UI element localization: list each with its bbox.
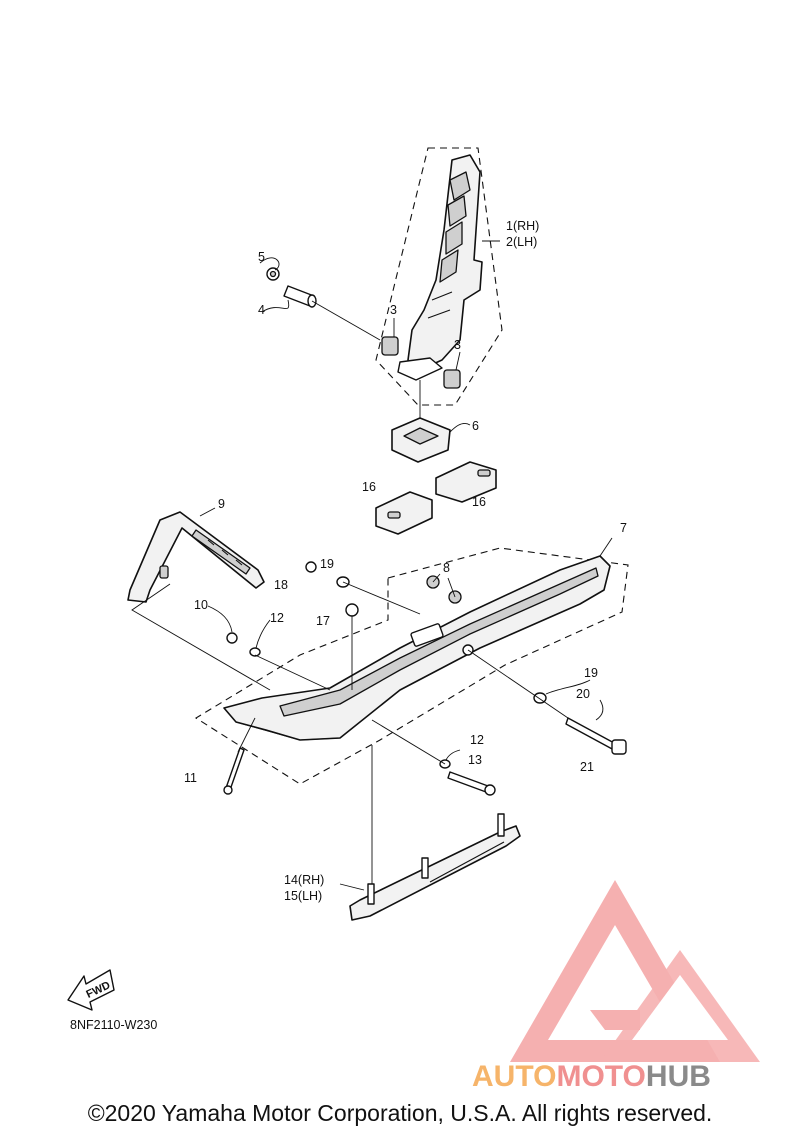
- callout-19a: 19: [320, 557, 334, 571]
- callout-21: 21: [580, 760, 594, 774]
- spindle-nut: [266, 267, 280, 281]
- callout-2: 2(LH): [506, 235, 537, 249]
- callout-3b: 3: [454, 338, 461, 352]
- wear-pad-right: [435, 461, 497, 503]
- wear-pad-left: [375, 491, 433, 535]
- ski-runner: [349, 813, 521, 921]
- pivot-bolt-21: [565, 717, 627, 755]
- handle-bolt: [159, 565, 238, 644]
- fwd-arrow-icon: FWD: [67, 969, 115, 1011]
- nut-18: [305, 561, 317, 573]
- callout-6: 6: [472, 419, 479, 433]
- ski-body: [223, 555, 611, 741]
- callout-14: 14(RH): [284, 873, 324, 887]
- ski-group-outline: [194, 547, 629, 785]
- washer-12-upper: [249, 647, 261, 657]
- callout-11: 11: [184, 771, 197, 785]
- watermark-logo: [510, 880, 760, 1062]
- leader-lines: [131, 240, 613, 891]
- callout-7: 7: [620, 521, 627, 535]
- callout-12a: 12: [270, 611, 284, 625]
- watermark-part-3: HUB: [646, 1060, 711, 1093]
- diagram-code: 8NF2110-W230: [70, 1018, 157, 1032]
- column-group-outline: [375, 147, 503, 406]
- callout-9: 9: [218, 497, 225, 511]
- ski-damper: [391, 417, 451, 463]
- nut-17: [345, 603, 359, 617]
- watermark-part-1: AUTO: [472, 1060, 556, 1093]
- callout-5: 5: [258, 250, 265, 264]
- watermark-part-2: MOTO: [556, 1060, 645, 1093]
- callout-19b: 19: [584, 666, 598, 680]
- callout-12b: 12: [470, 733, 484, 747]
- shaft-axis-line: [311, 300, 381, 341]
- watermark-text: AUTOMOTOHUB: [472, 1060, 711, 1093]
- callout-10: 10: [194, 598, 208, 612]
- callout-18: 18: [274, 578, 288, 592]
- copyright-notice: ©2020 Yamaha Motor Corporation, U.S.A. A…: [87, 1100, 713, 1126]
- bushing-right: [443, 369, 461, 389]
- callout-4: 4: [258, 303, 265, 317]
- callout-17: 17: [316, 614, 330, 628]
- spindle-shaft: [283, 285, 317, 308]
- ski-handle: [127, 511, 265, 603]
- bushing-left: [381, 336, 399, 356]
- callout-16a: 16: [362, 480, 376, 494]
- callout-15: 15(LH): [284, 889, 322, 903]
- callout-3a: 3: [390, 303, 397, 317]
- bolt-11: [223, 747, 245, 795]
- callout-1: 1(RH): [506, 219, 539, 233]
- spindle-arm: [397, 154, 483, 381]
- bolt-13: [447, 771, 496, 796]
- callout-16b: 16: [472, 495, 486, 509]
- callout-13: 13: [468, 753, 482, 767]
- callout-8: 8: [443, 561, 450, 575]
- callout-20: 20: [576, 687, 590, 701]
